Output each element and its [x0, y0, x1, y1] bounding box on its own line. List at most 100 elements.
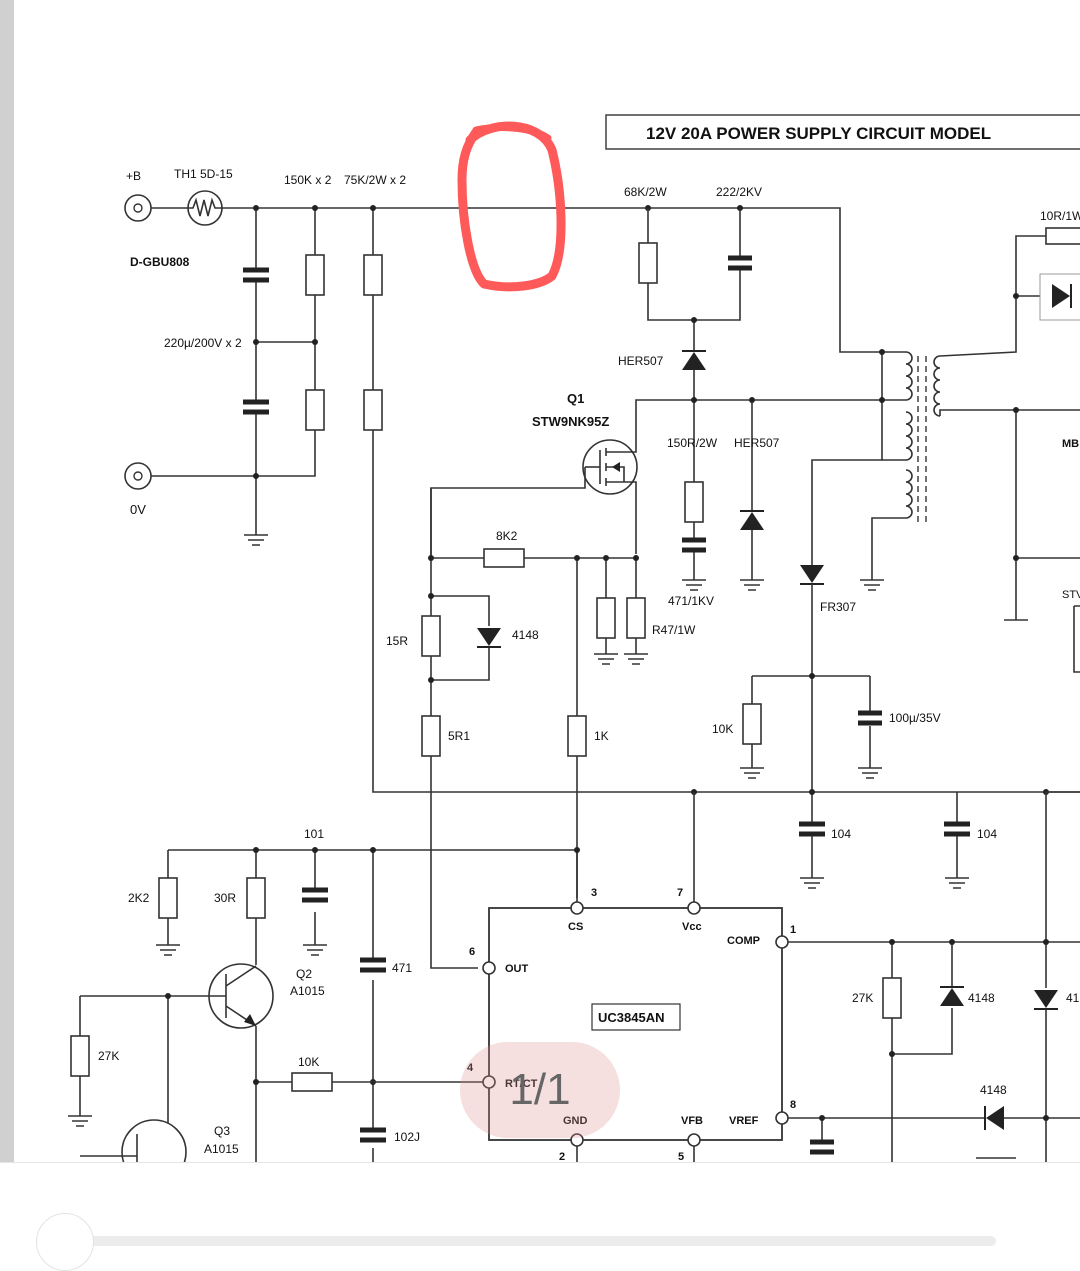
resistor-68k [638, 242, 658, 284]
ic-name: UC3845AN [598, 1010, 664, 1025]
r150r-label: 150R/2W [667, 436, 718, 450]
c102j-label: 102J [394, 1130, 420, 1144]
resistor-2k2 [158, 877, 178, 919]
stv-label: STV [1062, 589, 1080, 601]
page-slider-track[interactable] [60, 1236, 996, 1246]
pin-vfb-label: VFB [681, 1115, 703, 1127]
pin-cs-label: CS [568, 921, 583, 933]
resistor-10r [1045, 227, 1080, 245]
d4148-c-label: 4148 [980, 1083, 1007, 1097]
q1-part-label: STW9NK95Z [532, 414, 609, 429]
pin-rtct-label: RT/CT [505, 1078, 538, 1090]
c222-label: 222/2KV [716, 185, 762, 199]
resistor-10k-b [291, 1072, 333, 1092]
resistor-5r1 [421, 715, 441, 757]
r10k-a-label: 10K [712, 722, 733, 736]
th1-label: TH1 5D-15 [174, 167, 233, 181]
diode-her507-a [682, 352, 706, 370]
top-rail [150, 207, 882, 353]
pin-cs-num: 3 [591, 887, 597, 899]
pin-out-num: 6 [469, 946, 475, 958]
diode-4148-c [986, 1106, 1004, 1130]
r75k-label: 75K/2W x 2 [344, 173, 406, 187]
zero-v-label: 0V [130, 502, 146, 517]
pin-vfb-num: 5 [678, 1151, 684, 1162]
resistor-r47-1 [596, 597, 616, 639]
resistor-75k-2 [363, 389, 383, 431]
viewer-left-edge [0, 0, 14, 1162]
pin-comp-num: 1 [790, 924, 796, 936]
pin-rtct-num: 4 [467, 1062, 474, 1074]
her507-a-label: HER507 [618, 354, 664, 368]
resistor-27k-a [70, 1035, 90, 1077]
r2k2-label: 2K2 [128, 891, 150, 905]
c101-label: 101 [304, 827, 324, 841]
c104-a-label: 104 [831, 827, 851, 841]
transformer-secondary [933, 355, 941, 417]
resistor-15r [421, 615, 441, 657]
cap220-label: 220µ/200V x 2 [164, 336, 242, 350]
d-gbu808-label: D-GBU808 [130, 255, 190, 269]
c100u-label: 100µ/35V [889, 711, 941, 725]
pin-vref-num: 8 [790, 1099, 796, 1111]
r10k-b-label: 10K [298, 1055, 319, 1069]
q3-part-label: A1015 [204, 1142, 239, 1156]
resistor-r47-2 [626, 597, 646, 639]
resistor-8k2 [483, 548, 525, 568]
pin-gnd-num: 2 [559, 1151, 565, 1162]
viewer-bottom-bar [0, 1162, 1080, 1271]
diode-her507-b [740, 512, 764, 530]
diode-fr307 [800, 565, 824, 583]
r10r-label: 10R/1W [1040, 209, 1080, 223]
transformer-windings [905, 351, 913, 519]
q2-part-label: A1015 [290, 984, 325, 998]
diode-4148-b [940, 988, 964, 1006]
output-diode [1052, 284, 1070, 308]
q1-label: Q1 [567, 391, 584, 406]
ground-symbol [244, 534, 268, 546]
r8k2-label: 8K2 [496, 529, 518, 543]
page-indicator: 1/1 [460, 1042, 620, 1138]
d4148-a-label: 4148 [512, 628, 539, 642]
resistor-150k-2 [305, 389, 325, 431]
pin-vcc-label: Vcc [682, 921, 702, 933]
r27k-a-label: 27K [98, 1049, 119, 1063]
mb-label: MB [1062, 438, 1079, 450]
red-annotation-circle [457, 121, 566, 292]
page-slider-thumb[interactable] [36, 1213, 94, 1271]
r15r-label: 15R [386, 634, 408, 648]
c471-1kv-label: 471/1KV [668, 594, 714, 608]
q2-label: Q2 [296, 967, 312, 981]
r30r-label: 30R [214, 891, 236, 905]
q3-label: Q3 [214, 1124, 230, 1138]
resistor-1k [567, 715, 587, 757]
r150k-label: 150K x 2 [284, 173, 332, 187]
schematic-diagram: 12V 20A POWER SUPPLY CIRCUIT MODEL +B TH… [68, 114, 1080, 1162]
r27k-b-label: 27K [852, 991, 873, 1005]
pin-out-label: OUT [505, 963, 529, 975]
resistor-150r [684, 481, 704, 523]
r47-label: R47/1W [652, 623, 696, 637]
diode-41 [1034, 990, 1058, 1008]
schematic-title: 12V 20A POWER SUPPLY CIRCUIT MODEL [646, 124, 991, 143]
r1k-label: 1K [594, 729, 609, 743]
r5r1-label: 5R1 [448, 729, 470, 743]
pin-gnd-label: GND [563, 1115, 588, 1127]
resistor-75k-1 [363, 254, 383, 296]
fr307-label: FR307 [820, 600, 856, 614]
document-viewer[interactable]: 12V 20A POWER SUPPLY CIRCUIT MODEL +B TH… [14, 0, 1080, 1162]
plus-b-label: +B [126, 169, 141, 183]
diode-4148-a [477, 628, 501, 646]
resistor-27k-b [882, 977, 902, 1019]
transformer-primary-leads [811, 352, 883, 565]
r68k-label: 68K/2W [624, 185, 667, 199]
transistor-q3 [121, 1119, 187, 1162]
resistor-10k-a [742, 703, 762, 745]
pin-comp-label: COMP [727, 935, 760, 947]
d4148-b-label: 4148 [968, 991, 995, 1005]
pin-vref-label: VREF [729, 1115, 759, 1127]
d41-label: 41 [1066, 991, 1080, 1005]
title-box [605, 114, 1080, 150]
resistor-150k-1 [305, 254, 325, 296]
resistor-30r [246, 877, 266, 919]
